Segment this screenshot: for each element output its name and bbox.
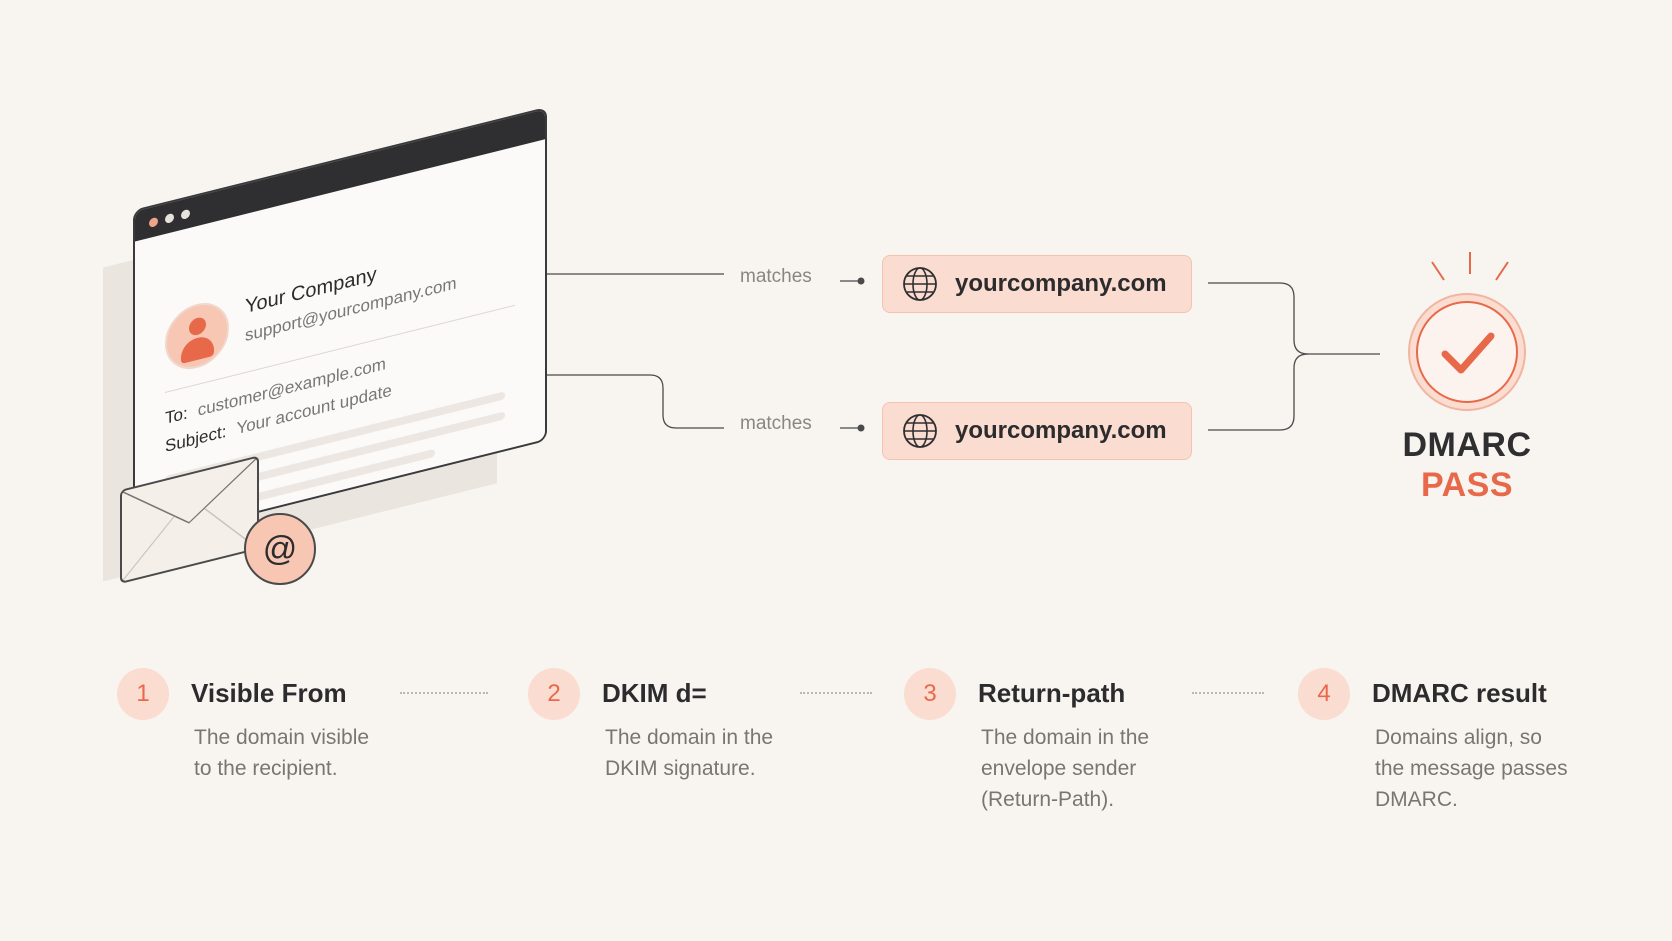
step-separator bbox=[800, 692, 872, 694]
step-number-badge: 4 bbox=[1298, 668, 1350, 720]
to-label: To: bbox=[165, 403, 188, 429]
dkim-connector-line bbox=[503, 374, 724, 429]
subject-label: Subject: bbox=[165, 421, 227, 457]
step-description: The domain visible to the recipient. bbox=[194, 726, 370, 780]
step-description: The domain in the envelope sender (Retur… bbox=[981, 726, 1150, 811]
domain-box-dkim: yourcompany.com bbox=[882, 255, 1192, 313]
step-number-badge: 2 bbox=[528, 668, 580, 720]
globe-icon bbox=[903, 267, 937, 301]
bottom-arrow-dot bbox=[857, 424, 865, 432]
sparkle-rays-icon bbox=[1431, 252, 1509, 281]
dmarc-title: DMARC bbox=[1402, 426, 1532, 464]
window-maximize-dot bbox=[181, 208, 190, 221]
checkmark-badge-icon bbox=[1408, 293, 1526, 411]
step-separator bbox=[400, 692, 488, 694]
matches-label-bottom: matches bbox=[740, 413, 812, 434]
step-title: DMARC result bbox=[1372, 678, 1547, 708]
bracket-bottom bbox=[1208, 353, 1309, 431]
sender-avatar-icon bbox=[165, 296, 229, 377]
domain-box-return-path: yourcompany.com bbox=[882, 402, 1192, 460]
window-minimize-dot bbox=[165, 212, 174, 225]
domain-text: yourcompany.com bbox=[955, 417, 1167, 444]
top-arrow-dot bbox=[857, 277, 865, 285]
bracket-top bbox=[1208, 282, 1380, 355]
domain-text: yourcompany.com bbox=[955, 270, 1167, 297]
globe-icon bbox=[903, 414, 937, 448]
step-description: The domain in the DKIM signature. bbox=[605, 726, 774, 780]
step-number-badge: 1 bbox=[117, 668, 169, 720]
at-sign-icon: @ bbox=[244, 513, 316, 585]
matches-label-top: matches bbox=[740, 266, 812, 287]
step-title: DKIM d= bbox=[602, 678, 707, 708]
step-separator bbox=[1192, 692, 1264, 694]
step-title: Return-path bbox=[978, 678, 1126, 708]
step-number-badge: 3 bbox=[904, 668, 956, 720]
window-close-dot bbox=[149, 216, 158, 229]
pass-status: PASS bbox=[1420, 466, 1514, 504]
step-description: Domains align, so the message passes DMA… bbox=[1375, 726, 1568, 811]
step-title: Visible From bbox=[191, 678, 347, 708]
